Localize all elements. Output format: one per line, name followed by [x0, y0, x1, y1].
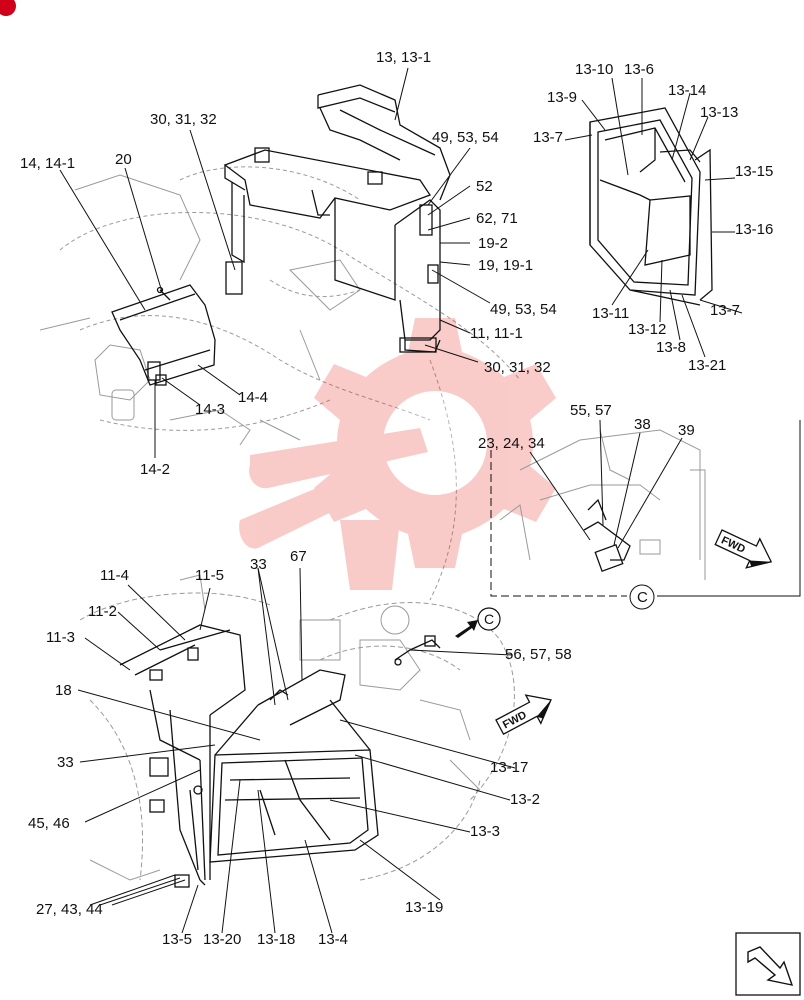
part-label-19-19-1: 19, 19-1 — [478, 257, 534, 274]
part-label-38: 38 — [634, 416, 651, 433]
part-label-13-19: 13-19 — [405, 899, 444, 916]
watermark-logo — [239, 318, 556, 590]
part-label-27-43-44: 27, 43, 44 — [36, 901, 103, 918]
part-label-14-2: 14-2 — [140, 461, 171, 478]
bracket-56 — [394, 635, 441, 666]
part-label-13-8: 13-8 — [656, 339, 687, 356]
part-label-49-53-54-top: 49, 53, 54 — [432, 129, 499, 146]
detail-c-part — [583, 498, 631, 572]
part-label-13-7-top: 13-7 — [533, 129, 564, 146]
part-label-13-4: 13-4 — [318, 931, 349, 948]
background-machine-lower — [89, 574, 481, 881]
part-label-30-31-32-mid: 30, 31, 32 — [484, 359, 551, 376]
part-label-11-4: 11-4 — [100, 567, 129, 584]
part-label-13-6: 13-6 — [624, 61, 655, 78]
background-frame-upper — [59, 166, 521, 601]
part-label-56-57-58: 56, 57, 58 — [505, 646, 572, 663]
part-label-13-13-1: 13, 13-1 — [376, 49, 432, 66]
part-label-13-16: 13-16 — [735, 221, 774, 238]
part-label-19-2: 19-2 — [478, 235, 509, 252]
duct-detail-13 — [589, 107, 713, 306]
part-label-13-11: 13-11 — [592, 305, 630, 322]
part-label-45-46: 45, 46 — [28, 815, 70, 832]
corner-mark-icon — [0, 0, 16, 16]
part-label-13-2: 13-2 — [510, 791, 541, 808]
part-label-18: 18 — [55, 682, 72, 699]
leader-lines — [59, 67, 743, 934]
callout-c-bubble — [455, 607, 501, 638]
part-label-13-15: 13-15 — [735, 163, 774, 180]
part-label-49-53-54-mid: 49, 53, 54 — [490, 301, 557, 318]
part-label-30-31-32-top: 30, 31, 32 — [150, 111, 217, 128]
callout-c-letter: C — [484, 611, 494, 627]
part-label-52: 52 — [476, 178, 493, 195]
detail-c-frame — [490, 420, 801, 610]
part-label-55-57: 55, 57 — [570, 402, 612, 419]
part-label-14-14-1: 14, 14-1 — [20, 155, 76, 172]
part-label-13-3: 13-3 — [470, 823, 501, 840]
part-label-13-5: 13-5 — [162, 931, 193, 948]
part-label-13-21: 13-21 — [688, 357, 727, 374]
part-label-11-5: 11-5 — [195, 567, 224, 584]
duct-assembly-lower — [119, 624, 379, 888]
fwd-arrow-icon: FWD — [495, 694, 552, 736]
part-label-14-3: 14-3 — [195, 401, 226, 418]
part-label-11-2: 11-2 — [88, 603, 117, 620]
background-frame-lower — [79, 592, 515, 881]
part-label-13-20: 13-20 — [203, 931, 242, 948]
part-label-11-3: 11-3 — [46, 629, 75, 646]
part-label-13-13: 13-13 — [700, 104, 739, 121]
part-label-20: 20 — [115, 151, 132, 168]
cover-panel-14 — [111, 284, 216, 386]
part-label-13-9: 13-9 — [547, 89, 578, 106]
part-label-14-4: 14-4 — [238, 389, 269, 406]
part-label-11-11-1: 11, 11-1 — [470, 325, 523, 342]
part-label-23-24-34: 23, 24, 34 — [478, 435, 545, 452]
detail-c-letter: C — [637, 589, 648, 606]
part-label-33-left: 33 — [57, 754, 74, 771]
part-label-62-71: 62, 71 — [476, 210, 518, 227]
part-label-67: 67 — [290, 548, 307, 565]
nav-arrow-icon[interactable] — [735, 932, 801, 996]
part-label-13-12: 13-12 — [628, 321, 667, 338]
fwd-arrow-icon: FWD — [714, 529, 773, 569]
frame-assembly-11 — [223, 84, 451, 353]
part-label-33-top: 33 — [250, 556, 267, 573]
part-label-13-17: 13-17 — [490, 759, 529, 776]
part-label-13-10: 13-10 — [575, 61, 614, 78]
part-label-13-14: 13-14 — [668, 82, 707, 99]
part-label-13-7-bottom: 13-7 — [710, 302, 741, 319]
part-label-13-18: 13-18 — [257, 931, 296, 948]
part-label-39: 39 — [678, 422, 695, 439]
